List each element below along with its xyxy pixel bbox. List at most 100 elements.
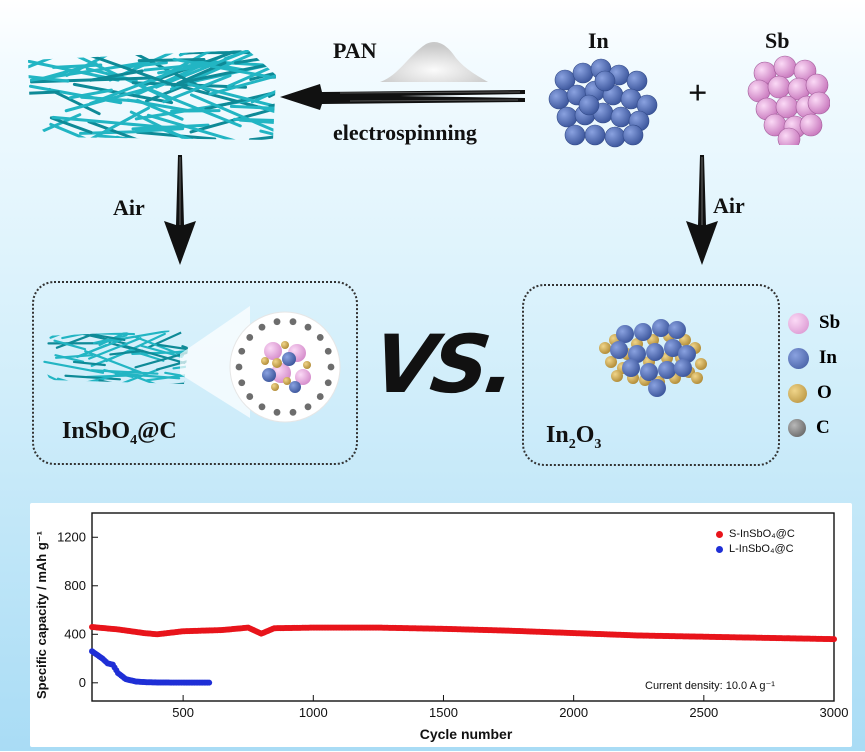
antimony-particle (768, 76, 790, 98)
core-atom (289, 381, 301, 393)
x-tick-label: 3000 (820, 705, 849, 720)
core-atom (262, 368, 276, 382)
sb-label: Sb (765, 28, 789, 54)
fiber (58, 379, 121, 388)
l-legend-marker (716, 546, 723, 553)
plus-sign: + (688, 75, 707, 113)
indium-particle (573, 63, 593, 83)
indium-atom (634, 323, 652, 341)
key-label-c: C (816, 417, 830, 439)
composite-cross-section-icon (229, 311, 341, 423)
y-tick-label: 1200 (57, 529, 86, 544)
oxygen-atom (695, 358, 707, 370)
x-axis-label: Cycle number (420, 726, 513, 742)
c-ball-icon (788, 419, 806, 437)
in2o3-particle-cluster-icon (597, 318, 712, 398)
indium-atom (652, 319, 670, 337)
capacity-chart-panel: 0400800120050010001500200025003000 Speci… (30, 503, 852, 747)
indium-particle (585, 125, 605, 145)
y-tick-label: 0 (79, 675, 86, 690)
carbon-atom (328, 364, 335, 371)
carbon-atom (238, 379, 245, 386)
fiber (105, 45, 195, 48)
carbon-atom (325, 379, 332, 386)
fiber (138, 142, 206, 145)
y-tick-label: 400 (64, 626, 86, 641)
carbon-atom (274, 318, 281, 325)
fiber (139, 60, 204, 61)
fiber (161, 144, 266, 145)
x-tick-label: 2000 (559, 705, 588, 720)
carbon-atom (274, 409, 281, 416)
oxygen-atom (691, 372, 703, 384)
plot-frame (92, 513, 834, 701)
key-item-c: C (788, 417, 830, 439)
fiber (147, 45, 224, 50)
core-atom (272, 358, 282, 368)
o-ball-icon (788, 384, 807, 403)
in2o3-product-label: In2O3 (546, 422, 601, 453)
core-atom (264, 342, 282, 360)
fiber (18, 92, 58, 94)
fiber (82, 97, 139, 101)
indium-atom (610, 341, 628, 359)
core-atom (271, 383, 279, 391)
electrospinning-label: electrospinning (333, 120, 477, 146)
fiber (63, 140, 122, 143)
carbon-atom (246, 334, 253, 341)
fiber (41, 387, 78, 388)
pan-label: PAN (333, 38, 377, 64)
antimony-particle (774, 56, 796, 78)
fiber (97, 333, 134, 334)
indium-particles-icon (545, 55, 665, 153)
series-1 (89, 648, 212, 685)
indium-particle (549, 89, 569, 109)
key-item-o: O (788, 382, 832, 404)
oxygen-atom (599, 342, 611, 354)
carbon-atom (317, 393, 324, 400)
indium-atom (622, 359, 640, 377)
carbon-atom (290, 409, 297, 416)
antimony-particle (808, 92, 830, 114)
l-legend-label: L-InSbO₄@C (729, 543, 794, 555)
indium-particle (605, 127, 625, 147)
in2o3-prefix: In (546, 422, 569, 448)
carbon-atom (236, 364, 243, 371)
sb-ball-icon (788, 313, 809, 334)
indium-atom (616, 325, 634, 343)
carbon-atom (305, 403, 312, 410)
insbo4-prefix: InSbO (62, 418, 130, 444)
core-atom (283, 377, 291, 385)
key-item-in: In (788, 347, 837, 369)
carbon-atom (317, 334, 324, 341)
key-label-in: In (819, 347, 837, 369)
indium-atom (648, 379, 666, 397)
carbon-atom (259, 403, 266, 410)
fiber (231, 106, 275, 108)
carbon-atom (246, 393, 253, 400)
carbon-atom (238, 348, 245, 355)
fiber (62, 45, 100, 49)
key-label-sb: Sb (819, 312, 840, 334)
y-tick-label: 800 (64, 578, 86, 593)
in2o3-sub2: 3 (594, 437, 601, 452)
indium-particle (579, 95, 599, 115)
indium-particle (611, 107, 631, 127)
indium-atom (674, 359, 692, 377)
nanofiber-mat-icon (18, 45, 280, 145)
indium-atom (646, 343, 664, 361)
core-atom (282, 352, 296, 366)
x-tick-label: 1500 (429, 705, 458, 720)
vs-label: VS. (367, 318, 518, 411)
oxygen-atom (611, 370, 623, 382)
antimony-particle (800, 114, 822, 136)
indium-particle (557, 107, 577, 127)
indium-particle (627, 71, 647, 91)
key-item-sb: Sb (788, 312, 840, 334)
carbon-atom (259, 324, 266, 331)
air-label-left: Air (113, 195, 145, 221)
x-tick-label: 2500 (689, 705, 718, 720)
data-point (206, 680, 212, 686)
insbo4-c-product-label: InSbO4@C (62, 418, 177, 449)
current-density-annotation: Current density: 10.0 A g⁻¹ (645, 680, 775, 692)
